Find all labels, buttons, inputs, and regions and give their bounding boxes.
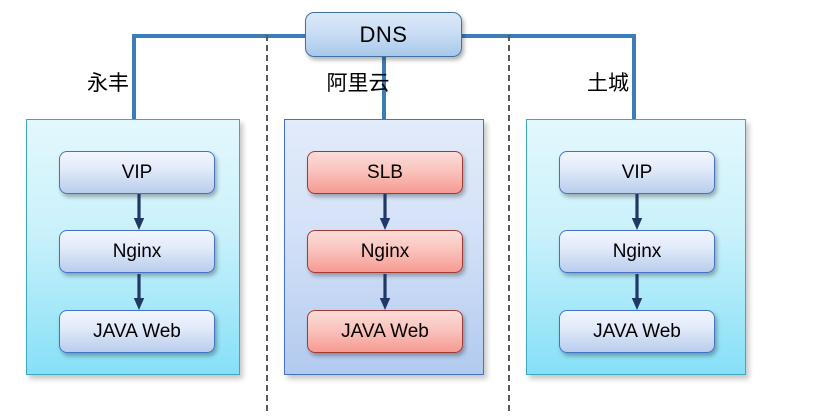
- site-divider-left: [266, 35, 268, 411]
- arrow-nginx-to-javaweb: [379, 274, 391, 310]
- node-label: JAVA Web: [593, 320, 681, 342]
- node-label: JAVA Web: [93, 320, 181, 342]
- node-label: VIP: [621, 161, 653, 183]
- site-aliyun-node-slb[interactable]: SLB: [307, 151, 463, 194]
- site-divider-right: [508, 35, 510, 411]
- arrow-nginx-to-javaweb: [631, 274, 643, 310]
- site-aliyun-title: 阿里云: [326, 71, 390, 95]
- site-yongfeng: 永丰 VIP Nginx JAVA Web: [0, 0, 260, 419]
- node-label: Nginx: [612, 240, 662, 262]
- site-yongfeng-panel: VIP Nginx JAVA Web: [26, 119, 240, 375]
- arrow-slb-to-nginx: [379, 194, 391, 230]
- site-aliyun: 阿里云 SLB Nginx JAVA Web: [258, 0, 518, 419]
- node-label: Nginx: [360, 240, 410, 262]
- site-yongfeng-node-javaweb[interactable]: JAVA Web: [59, 310, 215, 353]
- node-label: JAVA Web: [341, 320, 429, 342]
- node-label: Nginx: [112, 240, 162, 262]
- site-tucheng-node-nginx[interactable]: Nginx: [559, 230, 715, 273]
- arrow-nginx-to-javaweb: [133, 274, 145, 310]
- site-aliyun-panel: SLB Nginx JAVA Web: [284, 119, 484, 375]
- dns-node-label: DNS: [359, 21, 408, 47]
- site-tucheng-title: 土城: [587, 71, 629, 95]
- site-aliyun-node-nginx[interactable]: Nginx: [307, 230, 463, 273]
- site-tucheng-node-javaweb[interactable]: JAVA Web: [559, 310, 715, 353]
- site-yongfeng-title: 永丰: [87, 71, 129, 95]
- dns-node[interactable]: DNS: [305, 12, 462, 57]
- site-tucheng-panel: VIP Nginx JAVA Web: [526, 119, 746, 375]
- site-yongfeng-node-vip[interactable]: VIP: [59, 151, 215, 194]
- node-label: VIP: [121, 161, 153, 183]
- site-aliyun-node-javaweb[interactable]: JAVA Web: [307, 310, 463, 353]
- node-label: SLB: [367, 161, 403, 183]
- arrow-vip-to-nginx: [133, 194, 145, 230]
- site-tucheng: 土城 VIP Nginx JAVA Web: [500, 0, 760, 419]
- site-yongfeng-node-nginx[interactable]: Nginx: [59, 230, 215, 273]
- site-tucheng-node-vip[interactable]: VIP: [559, 151, 715, 194]
- arrow-vip-to-nginx: [631, 194, 643, 230]
